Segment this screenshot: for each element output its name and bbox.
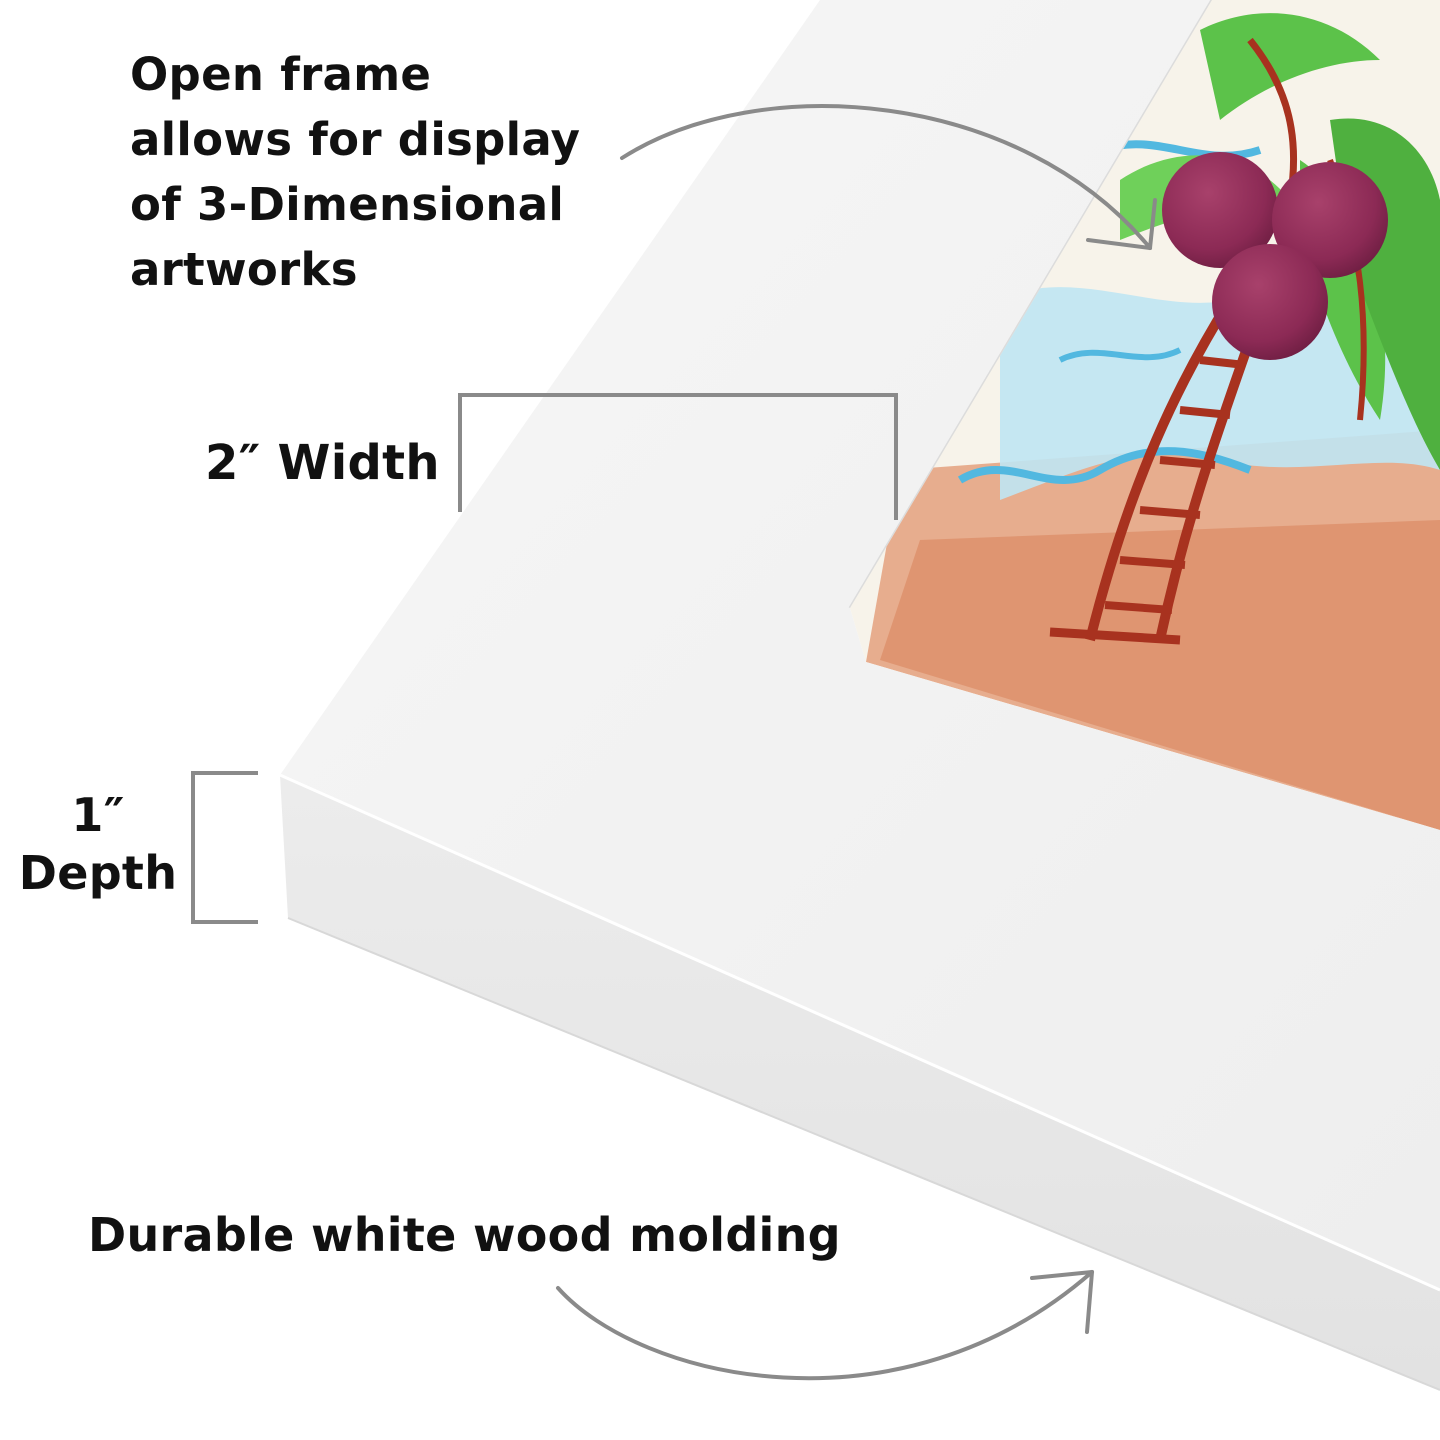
frame-face (280, 0, 1440, 1290)
width-callout: 2″ Width (205, 435, 440, 491)
open-frame-callout-line-2: allows for display (130, 113, 581, 166)
open-frame-callout-line-1: Open frame (130, 48, 432, 101)
width-bracket (458, 393, 898, 520)
open-frame-callout: Open frame allows for display of 3-Dimen… (130, 42, 580, 302)
pompom-coconuts (1162, 152, 1388, 360)
molding-callout: Durable white wood molding (88, 1208, 841, 1262)
frame-edge (280, 775, 1440, 1390)
depth-callout-label: Depth (18, 846, 178, 900)
open-frame-callout-line-4: artworks (130, 243, 358, 296)
depth-callout-value: 1″ (71, 788, 125, 842)
depth-callout: 1″ Depth (18, 786, 178, 902)
open-frame-arrow (620, 104, 1157, 250)
depth-bracket (191, 771, 258, 924)
molding-arrow (556, 1270, 1094, 1381)
open-frame-callout-line-3: of 3-Dimensional (130, 178, 565, 231)
